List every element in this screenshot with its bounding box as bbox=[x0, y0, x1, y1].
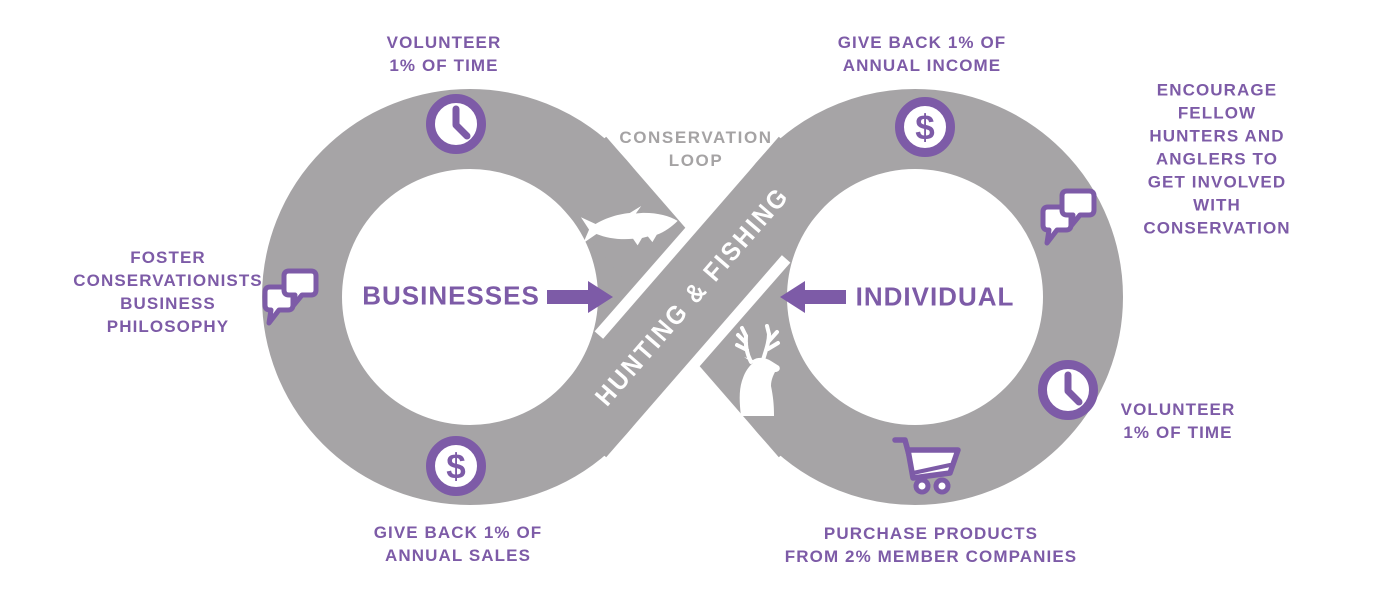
speech-bubbles-icon bbox=[262, 268, 319, 326]
speech-bubbles-icon bbox=[1040, 188, 1097, 246]
label-purchase-products: PURCHASE PRODUCTS FROM 2% MEMBER COMPANI… bbox=[784, 524, 1078, 566]
cart-icon bbox=[892, 437, 961, 495]
rising-band bbox=[545, 136, 840, 458]
label-foster-philosophy: FOSTER CONSERVATIONISTS BUSINESS PHILOSO… bbox=[73, 248, 263, 336]
label-encourage-fellow: ENCOURAGE FELLOW HUNTERS AND ANGLERS TO … bbox=[1143, 80, 1291, 238]
dollar-icon: $ bbox=[426, 436, 486, 496]
dollar-icon: $ bbox=[895, 97, 955, 157]
label-volunteer-time-individual: VOLUNTEER 1% OF TIME bbox=[1120, 400, 1236, 442]
clock-icon bbox=[1038, 360, 1098, 420]
dollar-glyph: $ bbox=[915, 109, 934, 148]
arrow-right-icon bbox=[547, 281, 613, 313]
loop-title: CONSERVATION LOOP bbox=[619, 128, 773, 170]
clock-icon bbox=[426, 94, 486, 154]
fish-icon bbox=[580, 205, 678, 246]
label-give-back-income: GIVE BACK 1% OF ANNUAL INCOME bbox=[837, 33, 1007, 75]
label-give-back-sales: GIVE BACK 1% OF ANNUAL SALES bbox=[373, 523, 543, 565]
individual-label: INDIVIDUAL bbox=[855, 281, 1015, 312]
deer-icon bbox=[735, 324, 780, 416]
label-volunteer-time-businesses: VOLUNTEER 1% OF TIME bbox=[386, 33, 502, 75]
businesses-label: BUSINESSES bbox=[362, 280, 540, 311]
arrow-left-icon bbox=[780, 281, 846, 313]
dollar-glyph: $ bbox=[446, 448, 465, 487]
